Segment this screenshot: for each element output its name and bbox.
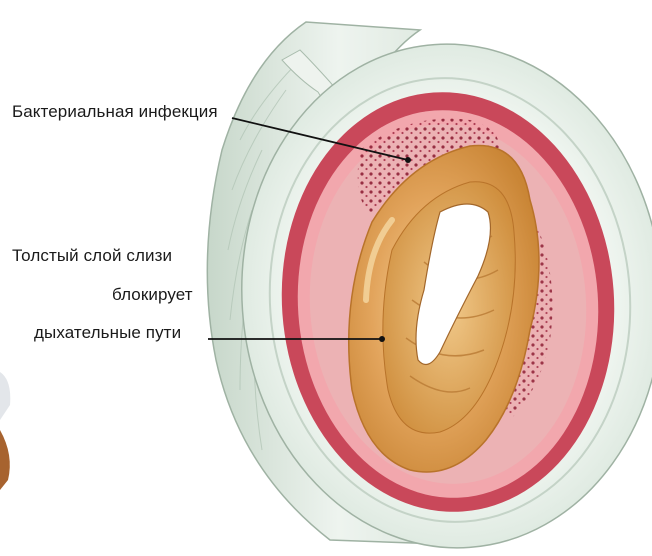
mucus-label-line-1: Толстый слой слизи: [12, 246, 172, 266]
bacterial-infection-label: Бактериальная инфекция: [12, 102, 218, 122]
mucus-label-line-2: блокирует: [112, 285, 193, 305]
infection-leader-dot: [405, 157, 411, 163]
mucus-leader-dot: [379, 336, 385, 342]
mucus-label-line-3: дыхательные пути: [34, 323, 181, 343]
left-edge-brown-fragment: [0, 430, 10, 490]
left-edge-fragment: [0, 372, 10, 420]
